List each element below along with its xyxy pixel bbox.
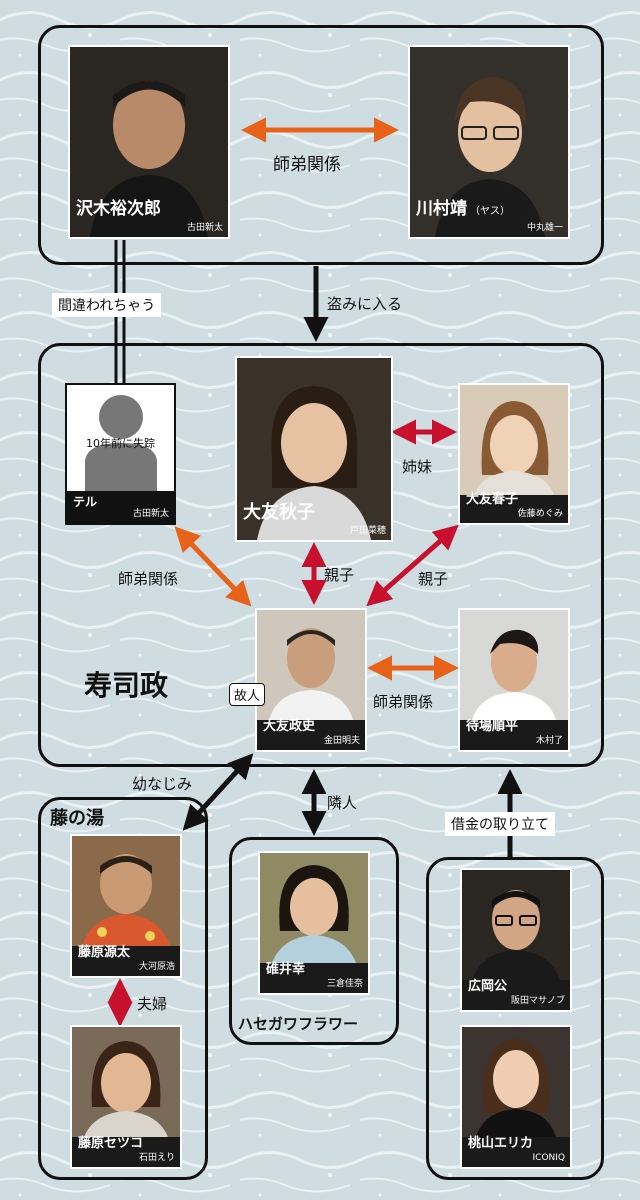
card-erika[interactable]: 桃山エリカ ICONIQ bbox=[460, 1025, 572, 1169]
actor-name: ICONIQ bbox=[532, 1153, 566, 1163]
portrait-man-icon bbox=[72, 836, 180, 946]
actor-name: 中丸雄一 bbox=[526, 223, 563, 233]
actor-name: 大河原浩 bbox=[138, 962, 175, 972]
role-name: 藤原セツコ bbox=[78, 1136, 144, 1151]
card-masashi[interactable]: 大友政史 金田明夫 bbox=[255, 608, 367, 752]
card-junpei[interactable]: 待場順平 木村了 bbox=[458, 608, 570, 752]
card-sawaki[interactable]: 沢木裕次郎 古田新太 bbox=[68, 45, 230, 239]
label-couple: 夫婦 bbox=[137, 995, 168, 1013]
card-hirooka[interactable]: 広岡公 阪田マサノブ bbox=[460, 868, 572, 1012]
label-steal: 盗みに入る bbox=[327, 295, 403, 313]
actor-name: 古田新太 bbox=[132, 509, 169, 519]
role-nickname: （ヤス） bbox=[470, 206, 510, 217]
label-sisters: 姉妹 bbox=[402, 458, 433, 476]
card-haruko[interactable]: 大友春子 佐藤めぐみ bbox=[458, 383, 570, 525]
actor-name: 古田新太 bbox=[186, 223, 223, 233]
label-debt: 借金の取り立て bbox=[445, 812, 555, 836]
card-sachi[interactable]: 碓井幸 三倉佳奈 bbox=[258, 851, 370, 995]
card-teru[interactable]: 10年前に失踪 テル 古田新太 bbox=[65, 383, 176, 525]
group-title-hasegawa: ハセガワフラワー bbox=[238, 1015, 359, 1033]
role-name: 大友春子 bbox=[466, 492, 519, 507]
portrait-man-icon bbox=[460, 610, 568, 720]
role-name: 大友秋子 bbox=[243, 502, 315, 523]
group-title-sushi: 寿司政 bbox=[84, 669, 169, 702]
portrait-woman-icon bbox=[460, 385, 568, 495]
portrait-man-icon bbox=[462, 870, 570, 980]
actor-name: 金田明夫 bbox=[323, 736, 360, 746]
actor-name: 石田えり bbox=[138, 1153, 175, 1163]
label-masashi-junpei: 師弟関係 bbox=[373, 693, 434, 711]
label-teru-masashi: 師弟関係 bbox=[118, 570, 179, 588]
portrait-woman-icon bbox=[72, 1027, 180, 1137]
card-setsuko[interactable]: 藤原セツコ 石田えり bbox=[70, 1025, 182, 1169]
sushi-group-box bbox=[38, 343, 604, 767]
actor-name: 戸田菜穂 bbox=[349, 526, 386, 536]
label-childhood: 幼なじみ bbox=[132, 775, 193, 793]
role-name: 沢木裕次郎 bbox=[76, 199, 161, 219]
role-name: 桃山エリカ bbox=[468, 1136, 534, 1151]
actor-name: 木村了 bbox=[535, 736, 563, 746]
actor-name: 佐藤めぐみ bbox=[517, 509, 563, 519]
actor-name: 三倉佳奈 bbox=[326, 979, 363, 989]
role-name: 碓井幸 bbox=[266, 962, 306, 977]
fujinoyu-group-box bbox=[38, 797, 208, 1180]
actor-name: 阪田マサノブ bbox=[510, 996, 565, 1006]
role-name: テル bbox=[73, 495, 98, 509]
group-title-fujinoyu: 藤の湯 bbox=[50, 808, 104, 829]
role-name: 広岡公 bbox=[468, 979, 508, 994]
role-name: 川村靖（ヤス） bbox=[416, 199, 510, 219]
label-haruko-masashi: 親子 bbox=[418, 570, 449, 588]
silhouette-icon bbox=[67, 385, 174, 495]
portrait-woman-icon bbox=[260, 853, 368, 963]
portrait-woman-icon bbox=[237, 358, 391, 540]
label-akiko-masashi: 親子 bbox=[324, 566, 355, 584]
portrait-man-icon bbox=[257, 610, 365, 720]
label-neighbor: 隣人 bbox=[327, 794, 358, 812]
role-name: 大友政史 bbox=[263, 719, 316, 734]
missing-note: 10年前に失踪 bbox=[86, 437, 155, 450]
label-sawaki-kawamura: 師弟関係 bbox=[273, 155, 341, 175]
portrait-woman-icon bbox=[462, 1027, 570, 1137]
hasegawa-group-box bbox=[229, 837, 399, 1045]
card-kawamura[interactable]: 川村靖（ヤス） 中丸雄一 bbox=[408, 45, 570, 239]
debt-group-box bbox=[426, 857, 604, 1180]
role-name: 待場順平 bbox=[466, 719, 519, 734]
role-name: 藤原源太 bbox=[78, 945, 131, 960]
card-akiko[interactable]: 大友秋子 戸田菜穂 bbox=[235, 356, 393, 542]
top-group-box bbox=[38, 25, 604, 265]
deceased-badge: 故人 bbox=[229, 683, 266, 706]
card-genta[interactable]: 藤原源太 大河原浩 bbox=[70, 834, 182, 978]
portrait-man-icon bbox=[70, 47, 228, 237]
label-mistaken: 間違われちゃう bbox=[52, 293, 162, 317]
portrait-man-icon bbox=[410, 47, 568, 237]
